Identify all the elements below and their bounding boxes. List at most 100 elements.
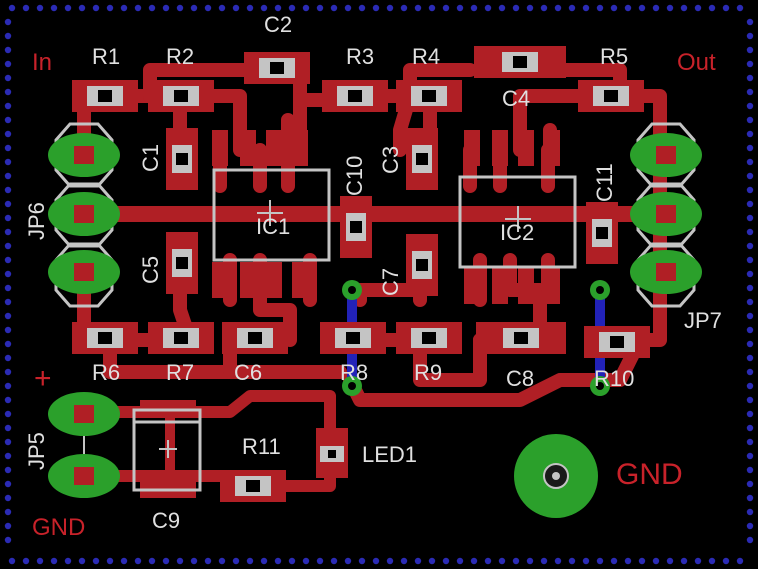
edge-dot-159 [746,382,754,390]
edge-dot-41 [288,557,296,565]
edge-dot-35 [246,557,254,565]
edge-dot-10 [78,4,86,12]
label-r4: R4 [412,44,440,69]
edge-dot-67 [470,557,478,565]
smd-c6 [222,322,288,354]
edge-dot-34 [246,4,254,12]
smd-r10 [584,326,650,358]
edge-dot-150 [4,326,12,334]
edge-dot-110 [4,46,12,54]
edge-dot-151 [746,326,754,334]
edge-dot-149 [746,312,754,320]
smd-c2 [244,52,310,84]
edge-dot-11 [78,557,86,565]
label-c1: C1 [138,144,163,172]
edge-dot-170 [4,466,12,474]
edge-dot-23 [162,557,170,565]
edge-dot-62 [442,4,450,12]
edge-dot-114 [4,74,12,82]
edge-dot-78 [554,4,562,12]
edge-dot-89 [624,557,632,565]
edge-dot-37 [260,557,268,565]
edge-dot-69 [484,557,492,565]
edge-dot-2 [22,4,30,12]
edge-dot-55 [386,557,394,565]
label-r7: R7 [166,360,194,385]
edge-dot-70 [498,4,506,12]
edge-dot-64 [456,4,464,12]
edge-dot-19 [134,557,142,565]
edge-dot-174 [4,494,12,502]
edge-dot-113 [746,60,754,68]
edge-dot-84 [596,4,604,12]
connector-jp6 [48,122,120,308]
edge-dot-177 [746,508,754,516]
edge-dot-171 [746,466,754,474]
edge-dot-98 [694,4,702,12]
smd-r4 [396,80,462,112]
edge-dot-158 [4,382,12,390]
edge-dot-73 [512,557,520,565]
edge-dot-3 [22,557,30,565]
label-r5: R5 [600,44,628,69]
smd-r8 [320,322,386,354]
edge-dot-38 [274,4,282,12]
connector-jp7 [630,122,702,308]
edge-dot-22 [162,4,170,12]
edge-dot-59 [414,557,422,565]
edge-dot-108 [4,32,12,40]
label-c7: C7 [378,268,403,296]
edge-dot-132 [4,200,12,208]
edge-dot-8 [64,4,72,12]
label-c11: C11 [592,163,617,202]
edge-dot-138 [4,242,12,250]
edge-dot-7 [50,557,58,565]
edge-dot-148 [4,312,12,320]
edge-dot-143 [746,270,754,278]
led-led1 [316,428,348,478]
edge-dot-25 [176,557,184,565]
edge-dot-105 [736,557,744,565]
edge-dot-95 [666,557,674,565]
ic1-outline [212,130,331,298]
edge-dot-140 [4,256,12,264]
board-edge-dots [4,4,754,565]
edge-dot-27 [190,557,198,565]
smd-c3 [406,128,438,190]
smd-r9 [396,322,462,354]
edge-dot-96 [680,4,688,12]
edge-dot-54 [386,4,394,12]
label-c8: C8 [506,366,534,391]
edge-dot-160 [4,396,12,404]
smd-r3 [322,80,388,112]
edge-dot-129 [746,172,754,180]
label-led1: LED1 [362,442,417,467]
edge-dot-13 [92,557,100,565]
edge-dot-99 [694,557,702,565]
edge-dot-157 [746,368,754,376]
label-jp6: JP6 [24,202,49,240]
edge-dot-36 [260,4,268,12]
edge-dot-124 [4,144,12,152]
smd-c5 [166,232,198,294]
edge-dot-71 [498,557,506,565]
label-c6: C6 [234,360,262,385]
edge-dot-131 [746,186,754,194]
edge-dot-50 [358,4,366,12]
edge-dot-121 [746,116,754,124]
edge-dot-81 [568,557,576,565]
edge-dot-51 [358,557,366,565]
edge-dot-61 [428,557,436,565]
smd-r7 [148,322,214,354]
smd-r5 [578,80,644,112]
edge-dot-90 [638,4,646,12]
gnd-mounting-hole [514,434,598,518]
label-out: Out [677,49,716,76]
edge-dot-111 [746,46,754,54]
edge-dot-145 [746,284,754,292]
edge-dot-103 [722,557,730,565]
edge-dot-72 [512,4,520,12]
edge-dot-144 [4,284,12,292]
edge-dot-97 [680,557,688,565]
